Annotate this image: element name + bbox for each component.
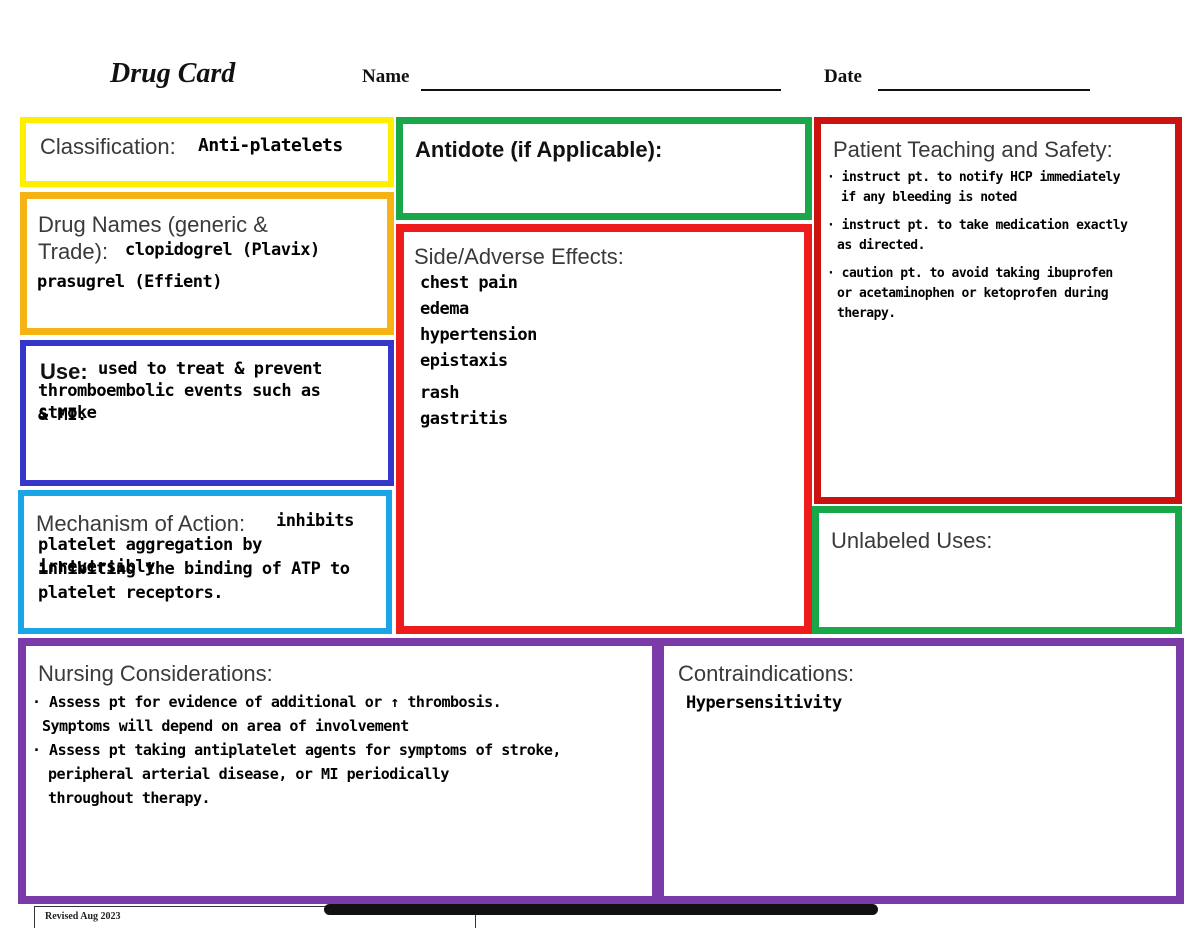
side-effect-item: gastritis <box>420 409 508 429</box>
name-label: Name <box>362 66 410 87</box>
use-box: Use: used to treat & prevent thromboembo… <box>20 340 394 486</box>
unlabeled-uses-box: Unlabeled Uses: <box>812 506 1182 634</box>
patient-teaching-box: Patient Teaching and Safety: · instruct … <box>814 117 1182 504</box>
side-effect-item: rash <box>420 383 459 403</box>
mechanism-label: Mechanism of Action: <box>36 511 246 536</box>
classification-box: Classification: Anti-platelets <box>20 117 394 187</box>
teaching-item-line: or acetaminophen or ketoprofen during <box>837 286 1109 301</box>
teaching-item-line: · instruct pt. to notify HCP immediately <box>827 170 1121 185</box>
side-effects-label: Side/Adverse Effects: <box>414 244 624 269</box>
drug-names-value-1: clopidogrel (Plavix) <box>125 240 320 260</box>
page-title: Drug Card <box>110 58 236 89</box>
nursing-item-line: peripheral arterial disease, or MI perio… <box>48 765 449 783</box>
use-label: Use: <box>40 359 88 384</box>
date-label: Date <box>824 66 862 87</box>
nursing-considerations-label: Nursing Considerations: <box>38 661 273 686</box>
nursing-considerations-list: · Assess pt for evidence of additional o… <box>32 690 561 810</box>
side-effects-box: Side/Adverse Effects: chest pain edema h… <box>396 224 812 634</box>
nursing-item-line: · Assess pt for evidence of additional o… <box>32 693 502 711</box>
mechanism-value-1: inhibits <box>276 511 354 531</box>
nursing-item-line: · Assess pt taking antiplatelet agents f… <box>32 741 561 759</box>
nursing-item-line: throughout therapy. <box>48 789 211 807</box>
teaching-item-line: therapy. <box>837 306 896 321</box>
teaching-item-line: if any bleeding is noted <box>841 190 1017 205</box>
classification-value: Anti-platelets <box>198 135 343 156</box>
drug-names-box: Drug Names (generic & Trade): clopidogre… <box>20 192 394 335</box>
name-field[interactable] <box>421 89 781 91</box>
drug-names-label-line2: Trade): <box>38 239 109 264</box>
use-value-1: used to treat & prevent <box>98 359 322 379</box>
nursing-item-line: Symptoms will depend on area of involvem… <box>42 717 409 735</box>
use-value-2: thromboembolic events such as stroke <box>38 381 321 423</box>
antidote-box: Antidote (if Applicable): <box>396 117 812 220</box>
drug-names-label: Drug Names (generic & Trade): <box>38 211 268 265</box>
contraindications-value: Hypersensitivity <box>686 693 842 713</box>
home-indicator[interactable] <box>324 904 878 915</box>
drug-names-label-line1: Drug Names (generic & <box>38 212 268 237</box>
patient-teaching-list: · instruct pt. to notify HCP immediately… <box>827 168 1128 324</box>
side-effect-item: epistaxis <box>420 351 508 371</box>
patient-teaching-label: Patient Teaching and Safety: <box>833 137 1113 162</box>
side-effect-item: edema <box>420 299 469 319</box>
teaching-item-line: · instruct pt. to take medication exactl… <box>827 218 1128 233</box>
teaching-item-line: as directed. <box>837 238 925 253</box>
drug-names-value-2: prasugrel (Effient) <box>37 272 222 292</box>
revised-note: Revised Aug 2023 <box>34 906 476 928</box>
card-header: Drug Card Name Date <box>0 0 1200 110</box>
contraindications-box: Contraindications: Hypersensitivity <box>656 638 1184 904</box>
teaching-item-line: · caution pt. to avoid taking ibuprofen <box>827 266 1113 281</box>
mechanism-value-4: platelet receptors. <box>38 583 223 603</box>
use-value-3: & MI. <box>38 405 87 425</box>
side-effect-item: hypertension <box>420 325 537 345</box>
unlabeled-uses-label: Unlabeled Uses: <box>831 528 993 553</box>
mechanism-value-3: inhibiting the binding of ATP to <box>38 559 350 579</box>
mechanism-box: Mechanism of Action: inhibits platelet a… <box>18 490 392 634</box>
nursing-considerations-box: Nursing Considerations: · Assess pt for … <box>18 638 660 904</box>
contraindications-label: Contraindications: <box>678 661 855 686</box>
antidote-label: Antidote (if Applicable): <box>415 137 663 162</box>
side-effect-item: chest pain <box>420 273 518 293</box>
side-effects-list: chest pain edema hypertension epistaxis … <box>420 270 537 432</box>
date-field[interactable] <box>878 89 1090 91</box>
classification-label: Classification: <box>40 134 176 159</box>
mechanism-value-2: platelet aggregation by irreversibly <box>38 535 262 577</box>
